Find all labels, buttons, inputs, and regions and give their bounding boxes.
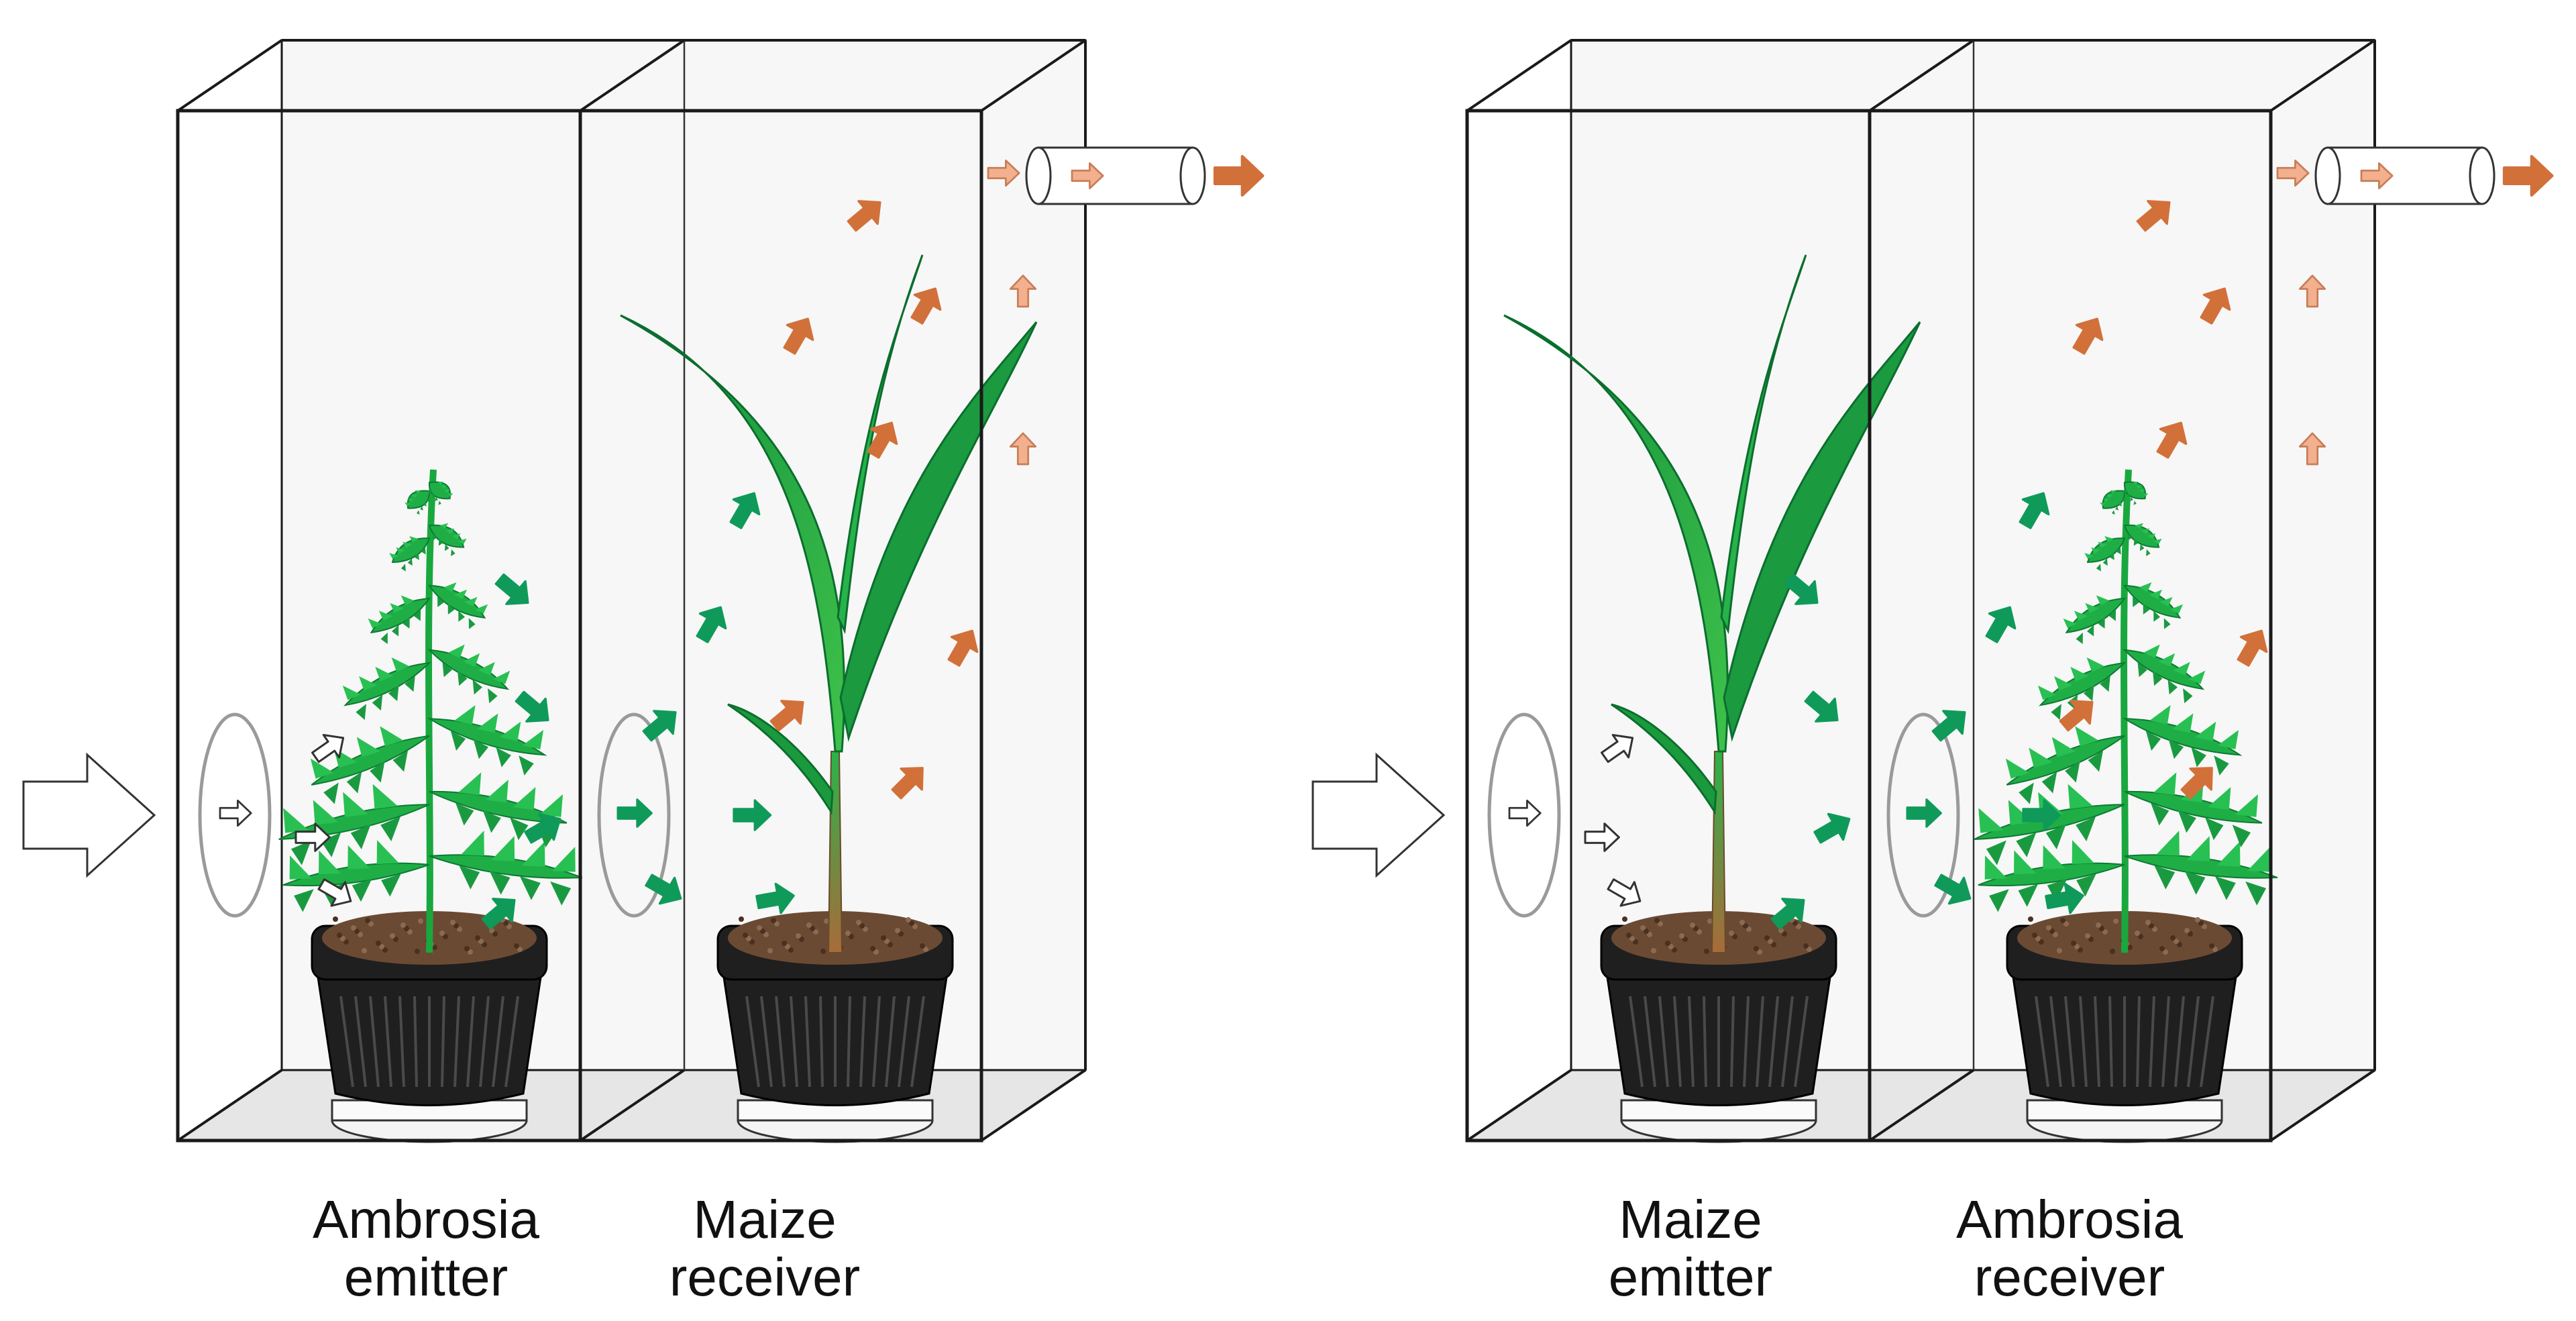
- emitter-volatile-arrow-icon: [733, 799, 772, 831]
- ragweed-plant: [1974, 469, 2278, 953]
- receiver-volatile-arrow-icon: [2156, 421, 2188, 459]
- receiver-volatile-arrow-icon: [2136, 200, 2171, 232]
- emitter-volatile-arrow-icon: [1784, 573, 1819, 605]
- clean-air-arrow-icon: [294, 823, 331, 852]
- air-inlet-icon: [198, 712, 272, 918]
- emitter-volatile-arrow-icon: [481, 898, 516, 930]
- outflow-arrow-icon: [2276, 159, 2310, 187]
- caption-setup2-emitter: Maize emitter: [1536, 1191, 1845, 1306]
- receiver-volatile-arrow-icon: [2237, 629, 2268, 667]
- receiver-volatile-arrow-icon: [2200, 287, 2231, 325]
- receiver-volatile-arrow-icon: [947, 629, 979, 667]
- glass-chamber-front: [176, 39, 1085, 1143]
- receiver-volatile-arrow-icon: [910, 287, 942, 325]
- emitter-volatile-arrow-icon: [1813, 812, 1851, 844]
- caption-species: Ambrosia: [1956, 1190, 2183, 1249]
- receiver-volatile-arrow-icon: [769, 700, 804, 732]
- emitter-volatile-arrow-icon: [1931, 710, 1966, 742]
- clean-air-arrow-icon: [1607, 878, 1642, 907]
- clean-air-arrow-icon: [1584, 823, 1620, 852]
- maize-plant: [1503, 254, 1921, 953]
- caption-species: Maize: [693, 1190, 837, 1249]
- air-inlet-icon: [1886, 712, 1960, 918]
- receiver-volatile-arrow-icon: [2059, 700, 2094, 732]
- outflow-arrow-icon: [1009, 432, 1037, 466]
- outflow-arrow-icon: [987, 159, 1020, 187]
- receiver-volatile-arrow-icon: [867, 421, 898, 459]
- outflow-arrow-icon: [2360, 162, 2394, 190]
- receiver-volatile-arrow-icon: [2072, 317, 2104, 355]
- outflow-arrow-icon: [1071, 162, 1104, 190]
- emitter-volatile-arrow-icon: [1906, 798, 1942, 828]
- outflow-arrow-icon: [1009, 274, 1037, 308]
- air-inlet-icon: [1487, 712, 1561, 918]
- emitter-volatile-arrow-icon: [1934, 874, 1972, 905]
- receiver-volatile-arrow-icon: [891, 767, 924, 800]
- emitter-volatile-arrow-icon: [642, 710, 677, 742]
- caption-setup1-receiver: Maize receiver: [610, 1191, 919, 1306]
- emitter-volatile-arrow-icon: [515, 690, 549, 723]
- caption-role: receiver: [1974, 1247, 2165, 1307]
- emitter-volatile-arrow-icon: [1804, 690, 1839, 723]
- outflow-arrow-icon: [2298, 432, 2326, 466]
- plant-pot: [2006, 911, 2243, 1143]
- maize-plant: [620, 254, 1038, 953]
- receiver-volatile-arrow-icon: [847, 200, 881, 232]
- ragweed-plant: [278, 469, 583, 953]
- air-inlet-icon: [597, 712, 671, 918]
- caption-species: Ambrosia: [313, 1190, 539, 1249]
- emitter-volatile-arrow-icon: [645, 874, 682, 905]
- emitter-volatile-arrow-icon: [1770, 898, 1805, 930]
- receiver-volatile-arrow-icon: [2180, 767, 2213, 800]
- caption-role: emitter: [343, 1247, 508, 1307]
- clean-air-arrow-icon: [1601, 734, 1634, 763]
- inflow-arrow-icon: [1311, 752, 1446, 878]
- clean-air-arrow-icon: [219, 799, 252, 827]
- emitter-volatile-arrow-icon: [755, 882, 795, 914]
- clean-air-arrow-icon: [311, 734, 345, 763]
- emitter-volatile-arrow-icon: [696, 606, 727, 643]
- plant-pot: [716, 911, 954, 1143]
- outflow-arrow-icon: [1213, 154, 1265, 197]
- caption-species: Maize: [1619, 1190, 1762, 1249]
- plant-pot: [1600, 911, 1837, 1143]
- clean-air-arrow-icon: [1508, 799, 1542, 827]
- caption-setup2-receiver: Ambrosia receiver: [1915, 1191, 2224, 1306]
- emitter-volatile-arrow-icon: [2045, 882, 2084, 914]
- emitter-volatile-arrow-icon: [616, 798, 653, 828]
- outflow-arrow-icon: [2298, 274, 2326, 308]
- caption-role: receiver: [669, 1247, 861, 1307]
- emitter-volatile-arrow-icon: [494, 573, 529, 605]
- emitter-volatile-arrow-icon: [524, 812, 561, 844]
- emitter-volatile-arrow-icon: [1985, 606, 2017, 643]
- clean-air-arrow-icon: [317, 878, 352, 907]
- emitter-volatile-arrow-icon: [2022, 799, 2061, 831]
- inflow-arrow-icon: [22, 752, 156, 878]
- caption-role: emitter: [1608, 1247, 1773, 1307]
- caption-setup1-emitter: Ambrosia emitter: [272, 1191, 580, 1306]
- outlet-tube-icon: [2314, 146, 2496, 205]
- glass-chamber-front: [1465, 39, 2375, 1143]
- emitter-volatile-arrow-icon: [2019, 492, 2050, 529]
- outflow-arrow-icon: [2502, 154, 2554, 197]
- receiver-volatile-arrow-icon: [783, 317, 814, 355]
- emitter-volatile-arrow-icon: [729, 492, 761, 529]
- outlet-tube-icon: [1025, 146, 1206, 205]
